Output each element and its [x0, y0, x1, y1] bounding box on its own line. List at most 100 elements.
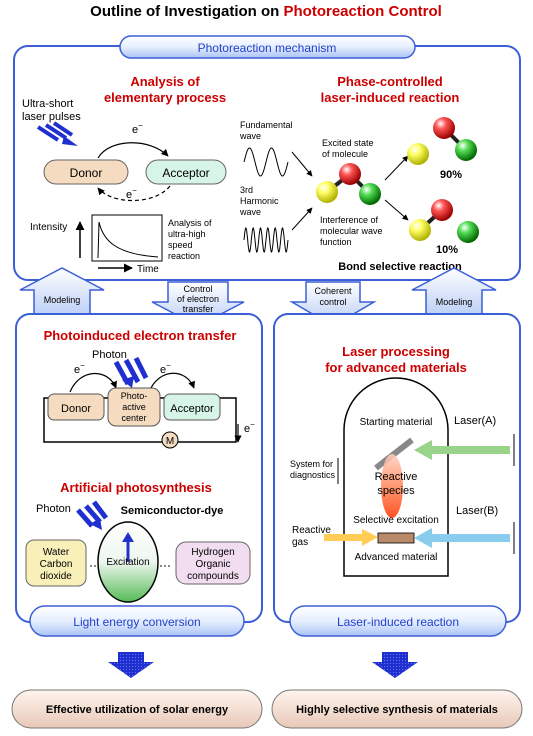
phase-heading-line2: laser-induced reaction	[321, 90, 460, 105]
phase-heading-line1: Phase-controlled	[337, 74, 443, 89]
acceptor-label: Acceptor	[162, 166, 209, 180]
products-box	[175, 541, 251, 585]
interference-line3: function	[320, 237, 352, 247]
percent-90-label: 90%	[440, 169, 462, 181]
harmonic-label-line2: Harmonic	[240, 196, 279, 206]
target-holder	[374, 437, 414, 471]
excited-state-line2: of molecule	[322, 149, 368, 159]
laser-pulse-icon	[36, 121, 74, 142]
product-10-molecule	[409, 199, 479, 243]
meter-icon	[161, 431, 179, 449]
ultra-short-label-line1: Ultra-short	[22, 98, 73, 110]
reactive-gas-line2: gas	[292, 537, 308, 548]
laser-a-beam	[428, 446, 510, 454]
system-diagnostics-line2: diagnostics	[290, 470, 336, 480]
ap-heading: Artificial photosynthesis	[60, 480, 212, 495]
interference-line1: Interference of	[320, 215, 379, 225]
reactive-line1: Reactive	[375, 471, 418, 483]
photoreaction-mechanism-label: Photoreaction mechanism	[198, 41, 337, 55]
ultra-high-note-line3: speed	[168, 240, 193, 250]
pet-donor-node	[47, 393, 105, 421]
path-to-10-arrow	[384, 199, 409, 221]
path-to-90-arrow	[384, 155, 409, 181]
control-label-line1: Control	[183, 284, 212, 294]
pet-arrow-right	[149, 372, 195, 391]
harmonic-label-line3: wave	[239, 207, 261, 217]
harmonic-label-line1: 3rd	[240, 185, 253, 195]
reactants-box	[25, 539, 87, 587]
bond-selective-label: Bond selective reaction	[338, 261, 462, 273]
pet-electron-left: e−	[74, 361, 85, 376]
advanced-material-substrate	[377, 532, 415, 544]
photon2-arrows-icon	[76, 500, 108, 528]
gas-flow-beam	[324, 534, 364, 541]
pet-arrow-left	[69, 372, 117, 393]
electron-bottom-label: e−	[126, 186, 137, 201]
left-down-arrow	[108, 652, 154, 678]
fundamental-label-line1: Fundamental	[240, 120, 293, 130]
gas-flow-head	[362, 529, 378, 546]
laser-a-label: Laser(A)	[454, 415, 496, 427]
modeling-right-label: Modeling	[436, 297, 473, 307]
photon-arrowhead-icon	[122, 376, 134, 388]
laser-a-beam-head	[414, 440, 432, 460]
reactive-gas-line1: Reactive	[292, 525, 331, 536]
excitation-label: Excitation	[106, 557, 149, 568]
photon2-arrowhead-icon	[90, 518, 102, 530]
decay-plot-frame	[91, 214, 163, 262]
donor-node	[43, 159, 129, 185]
advanced-material-label: Advanced material	[355, 552, 438, 563]
electron-top-label: e−	[132, 121, 143, 136]
photon-label: Photon	[92, 349, 127, 361]
reactive-line2: species	[377, 485, 415, 497]
pet-heading: Photoinduced electron transfer	[44, 328, 237, 343]
decay-curve	[97, 221, 159, 259]
excited-state-line1: Excited state	[322, 138, 374, 148]
control-label-line2: of electron	[177, 294, 219, 304]
system-diagnostics-line1: System for	[290, 459, 333, 469]
laser-processing-line1: Laser processing	[342, 344, 450, 359]
circuit-electron-label: e−	[244, 420, 255, 435]
meter-label: M	[166, 436, 174, 447]
water-line2: Carbon	[40, 559, 73, 570]
donor-label: Donor	[70, 166, 103, 180]
acceptor-node	[145, 159, 227, 185]
forward-electron-arrow	[97, 142, 169, 159]
modeling-left-label: Modeling	[44, 295, 81, 305]
fundamental-input-arrow	[291, 151, 313, 177]
coherent-label-line1: Coherent	[314, 286, 352, 296]
laser-b-beam-head	[414, 528, 432, 548]
starting-material-label: Starting material	[360, 417, 433, 428]
ultra-short-label-line2: laser pulses	[22, 111, 81, 123]
water-line1: Water	[43, 547, 70, 558]
fundamental-label-line2: wave	[239, 131, 261, 141]
hydrogen-line2: Organic	[195, 559, 230, 570]
page-title: Outline of Investigation on Photoreactio…	[90, 3, 442, 20]
intensity-label: Intensity	[30, 222, 67, 233]
pet-donor-label: Donor	[61, 403, 91, 415]
analysis-heading-line1: Analysis of	[130, 74, 200, 89]
laser-b-label: Laser(B)	[456, 505, 498, 517]
right-down-arrow	[372, 652, 418, 678]
hydrogen-line3: compounds	[187, 571, 239, 582]
product-90-molecule	[407, 117, 477, 165]
laser-induced-label: Laser-induced reaction	[337, 615, 459, 629]
outcome-right-label: Highly selective synthesis of materials	[296, 704, 498, 716]
light-energy-label: Light energy conversion	[73, 615, 200, 629]
outcome-right-pill	[271, 689, 523, 729]
laser-b-beam	[428, 534, 510, 542]
laser-induced-banner	[289, 605, 507, 637]
laser-processing-line2: for advanced materials	[325, 360, 467, 375]
ultra-high-note-line4: reaction	[168, 251, 200, 261]
time-label: Time	[137, 264, 159, 275]
outcome-left-pill	[11, 689, 263, 729]
center-line1: Photo-	[121, 391, 148, 401]
water-line3: dioxide	[40, 571, 72, 582]
photoreaction-mechanism-banner	[119, 35, 416, 59]
control-label-line3: transfer	[183, 304, 214, 314]
center-line3: center	[121, 413, 146, 423]
percent-10-label: 10%	[436, 244, 458, 256]
pet-acceptor-node	[163, 393, 221, 421]
photoactive-center-node	[107, 387, 161, 427]
